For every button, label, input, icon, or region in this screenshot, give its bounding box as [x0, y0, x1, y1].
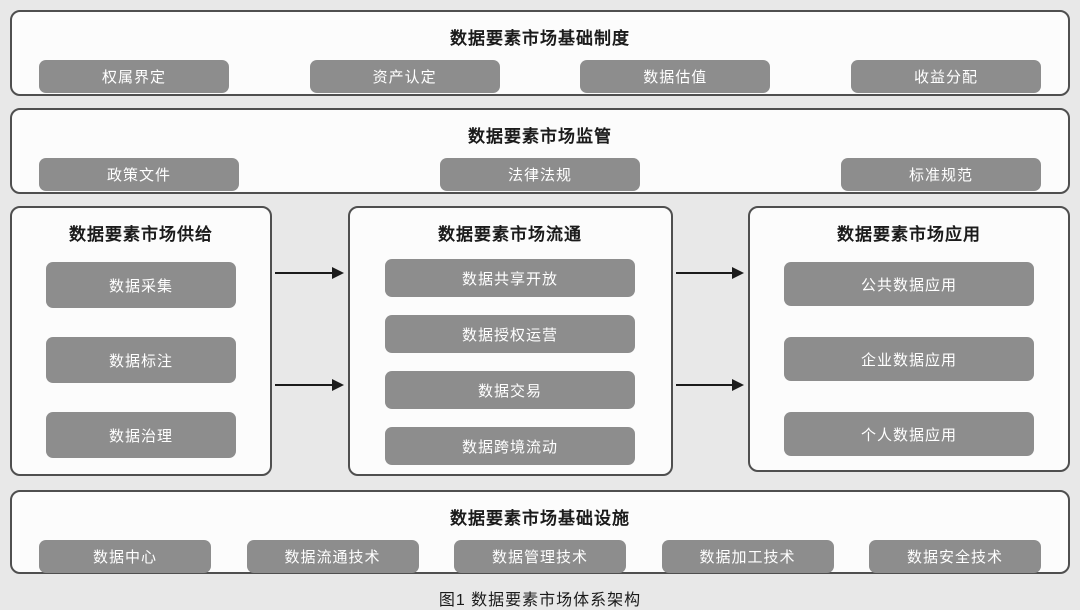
figure-caption: 图1 数据要素市场体系架构: [438, 592, 642, 609]
diagram-pill: 收益分配: [850, 60, 1041, 93]
diagram-pill: 数据共享开放: [385, 259, 635, 297]
right-arrow-icon: [275, 267, 343, 279]
section-regulation: 数据要素市场监管 政策文件 法律法规 标准规范: [10, 108, 1070, 194]
section-circulation-title: 数据要素市场流通: [438, 225, 582, 244]
arrows-supply-to-circulation: [272, 206, 348, 478]
section-supply: 数据要素市场供给 数据采集数据标注数据治理: [10, 206, 272, 476]
right-arrow-icon: [675, 379, 744, 391]
diagram-pill: 数据安全技术: [869, 540, 1041, 573]
section-foundation-title: 数据要素市场基础制度: [450, 29, 630, 48]
regulation-pill-row: 政策文件 法律法规 标准规范: [12, 158, 1068, 191]
diagram-pill: 数据估值: [580, 60, 771, 93]
diagram-pill: 标准规范: [841, 158, 1041, 191]
diagram-pill: 数据授权运营: [385, 315, 635, 353]
section-infrastructure: 数据要素市场基础设施 数据中心 数据流通技术 数据管理技术 数据加工技术 数据安全技术: [10, 490, 1070, 574]
supply-pill-column: 数据采集数据标注数据治理: [12, 262, 270, 458]
arrows-circulation-to-application: [673, 206, 749, 478]
diagram-pill: 个人数据应用: [784, 412, 1034, 456]
circulation-pill-column: 数据共享开放数据授权运营数据交易数据跨境流动: [350, 259, 671, 465]
diagram-pill: 权属界定: [39, 60, 229, 93]
foundation-pill-row: 权属界定 资产认定 数据估值 收益分配: [12, 60, 1068, 93]
diagram-pill: 法律法规: [440, 158, 640, 191]
section-application: 数据要素市场应用 公共数据应用企业数据应用个人数据应用: [748, 206, 1070, 472]
infrastructure-pill-row: 数据中心 数据流通技术 数据管理技术 数据加工技术 数据安全技术: [12, 540, 1068, 573]
diagram-pill: 公共数据应用: [784, 262, 1034, 306]
section-infrastructure-title: 数据要素市场基础设施: [450, 509, 630, 528]
diagram-pill: 资产认定: [309, 60, 500, 93]
diagram-pill: 数据加工技术: [661, 540, 834, 573]
diagram-pill: 数据采集: [46, 262, 236, 308]
diagram-pill: 数据交易: [385, 371, 635, 409]
middle-row: 数据要素市场供给 数据采集数据标注数据治理 数据要素市场流通 数据共享开放数据授…: [10, 206, 1070, 478]
diagram-pill: 数据治理: [46, 412, 236, 458]
section-application-title: 数据要素市场应用: [837, 225, 981, 244]
diagram-pill: 数据管理技术: [454, 540, 626, 573]
diagram-pill: 企业数据应用: [784, 337, 1034, 381]
section-supply-title: 数据要素市场供给: [69, 225, 213, 244]
application-pill-column: 公共数据应用企业数据应用个人数据应用: [750, 262, 1068, 456]
section-regulation-title: 数据要素市场监管: [468, 127, 612, 146]
diagram-pill: 数据流通技术: [246, 540, 419, 573]
diagram-pill: 政策文件: [39, 158, 239, 191]
right-arrow-icon: [275, 379, 343, 391]
diagram-pill: 数据中心: [39, 540, 211, 573]
section-circulation: 数据要素市场流通 数据共享开放数据授权运营数据交易数据跨境流动: [347, 206, 673, 476]
section-foundation: 数据要素市场基础制度 权属界定 资产认定 数据估值 收益分配: [10, 10, 1070, 96]
right-arrow-icon: [675, 267, 744, 279]
diagram-pill: 数据标注: [46, 337, 236, 383]
diagram-pill: 数据跨境流动: [385, 427, 635, 465]
